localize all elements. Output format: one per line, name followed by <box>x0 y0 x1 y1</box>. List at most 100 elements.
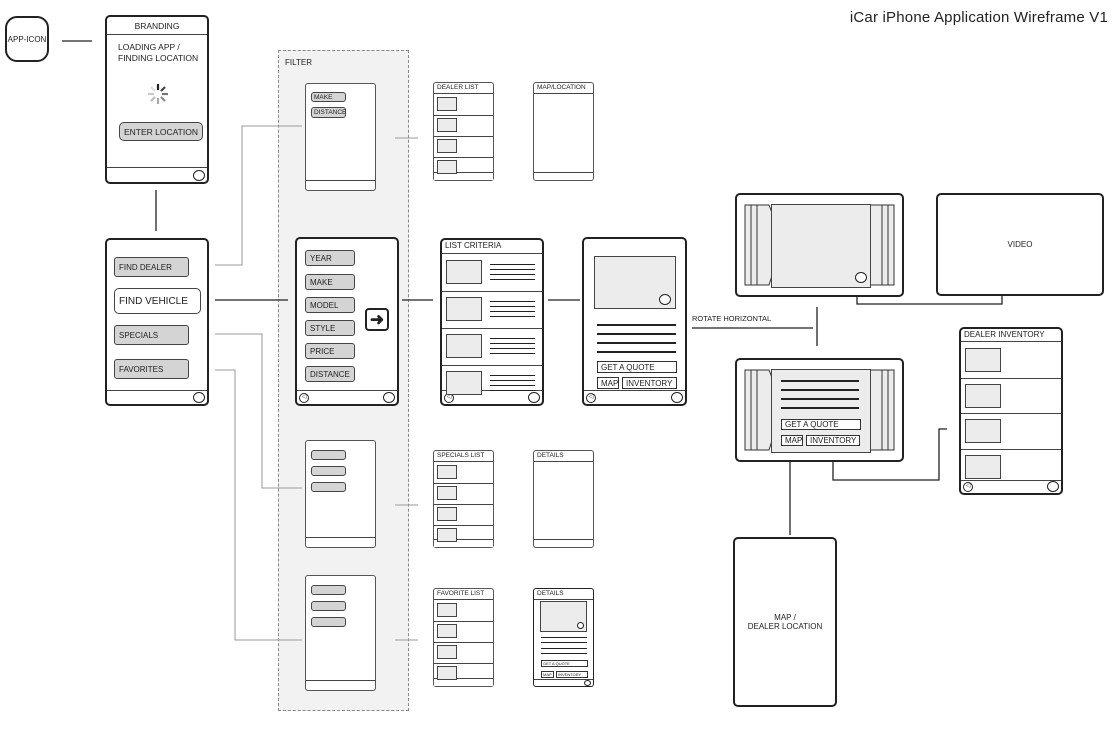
home-button-icon[interactable] <box>193 392 205 403</box>
text-line <box>490 264 535 265</box>
filter-make-button[interactable]: MAKE <box>305 274 355 290</box>
connector-specials-filter <box>215 333 302 489</box>
list-item-thumbnail[interactable] <box>437 528 457 542</box>
list-item-thumbnail[interactable] <box>437 624 457 638</box>
loading-text: FINDING LOCATION <box>118 53 199 63</box>
vehicle-image <box>594 256 676 309</box>
home-button-icon[interactable] <box>528 392 540 403</box>
find-vehicle-button[interactable]: FIND VEHICLE <box>114 288 201 314</box>
filter-distance-button[interactable]: DISTANCE <box>305 366 355 382</box>
page-title: iCar iPhone Application Wireframe V1 <box>849 9 1108 26</box>
splash-screen: BRANDING LOADING APP / FINDING LOCATION … <box>105 15 209 184</box>
list-item-thumbnail[interactable] <box>446 260 482 284</box>
arrow-right-icon[interactable]: ➜ <box>365 308 389 331</box>
text-line <box>490 279 535 280</box>
filter-year-button[interactable]: YEAR <box>305 250 355 266</box>
play-button-icon[interactable] <box>659 294 671 305</box>
loading-text: LOADING APP / <box>118 42 180 52</box>
text-line <box>490 301 535 302</box>
text-line <box>490 343 535 344</box>
list-item-thumbnail[interactable] <box>965 454 1001 479</box>
list-item-thumbnail[interactable] <box>437 139 457 153</box>
filter-price-button[interactable]: PRICE <box>305 343 355 359</box>
screen-header: FAVORITE LIST <box>434 589 493 600</box>
enter-location-button[interactable]: ENTER LOCATION <box>119 122 203 141</box>
connector-favorites-filter <box>215 369 302 641</box>
row-divider <box>442 328 542 329</box>
dealer-inventory-screen: DEALER INVENTORY ◁ <box>959 327 1063 495</box>
row-divider <box>434 621 493 622</box>
filter-distance-button[interactable]: DISTANCE <box>311 107 346 118</box>
get-quote-button[interactable]: GET A QUOTE <box>597 361 677 373</box>
video-label: VIDEO <box>1007 240 1033 249</box>
specials-button[interactable]: SPECIALS <box>114 325 189 345</box>
map-button[interactable]: MAP <box>597 377 619 389</box>
inventory-button[interactable]: INVENTORY <box>622 377 677 389</box>
list-item-thumbnail[interactable] <box>437 486 457 500</box>
get-quote-button[interactable]: GET A QUOTE <box>781 419 861 430</box>
row-divider <box>961 377 1061 379</box>
list-item-thumbnail[interactable] <box>965 383 1001 408</box>
vehicle-filter-screen: YEAR MAKE MODEL STYLE PRICE DISTANCE ➜ ◁ <box>295 237 399 406</box>
video-screen: VIDEO <box>936 193 1104 296</box>
list-item-thumbnail[interactable] <box>965 348 1001 372</box>
screen-header: DETAILS <box>534 451 593 462</box>
favorites-filter-screen <box>305 575 376 691</box>
filter-style-button[interactable]: STYLE <box>305 320 355 336</box>
list-item-thumbnail[interactable] <box>446 334 482 358</box>
list-item-thumbnail[interactable] <box>437 97 457 111</box>
map-button[interactable]: MAP <box>781 435 803 446</box>
dealer-filter-screen: MAKE DISTANCE <box>305 83 376 191</box>
list-item-thumbnail[interactable] <box>437 666 457 680</box>
specials-list-screen: SPECIALS LIST <box>433 450 494 548</box>
back-button-icon[interactable]: ◁ <box>299 393 309 403</box>
row-divider <box>434 115 493 116</box>
list-item-thumbnail[interactable] <box>437 603 457 617</box>
specials-details-screen: DETAILS <box>533 450 594 548</box>
list-item-thumbnail[interactable] <box>437 465 457 479</box>
text-line <box>490 316 535 317</box>
inventory-button[interactable]: INVENTORY <box>806 435 860 446</box>
list-item-thumbnail[interactable] <box>437 160 457 174</box>
list-item-thumbnail[interactable] <box>965 419 1001 443</box>
favorites-button[interactable]: FAVORITES <box>114 359 189 379</box>
app-icon: APP-ICON <box>5 16 49 62</box>
filter-make-button[interactable]: MAKE <box>311 92 346 102</box>
inventory-button[interactable]: INVENTORY <box>556 671 588 678</box>
home-button-icon[interactable] <box>671 392 683 403</box>
text-line <box>490 311 535 312</box>
back-button-icon[interactable]: ◁ <box>586 393 596 403</box>
rotate-horizontal-label: ROTATE HORIZONTAL <box>692 314 772 323</box>
screen-header: DETAILS <box>534 589 593 600</box>
text-line <box>490 390 535 391</box>
text-line <box>490 348 535 349</box>
filter-label: FILTER <box>285 58 312 67</box>
specials-filter-screen <box>305 440 376 548</box>
list-item-thumbnail[interactable] <box>437 645 457 659</box>
landscape-gallery-screen <box>735 193 904 297</box>
play-video-icon[interactable] <box>855 272 867 283</box>
find-dealer-button[interactable]: FIND DEALER <box>114 257 189 277</box>
row-divider <box>442 291 542 292</box>
back-button-icon[interactable]: ◁ <box>963 482 973 492</box>
map-dealer-location-screen: MAP / DEALER LOCATION <box>733 537 837 707</box>
list-item-thumbnail[interactable] <box>437 507 457 521</box>
landscape-details-screen: GET A QUOTE MAP INVENTORY <box>735 358 904 462</box>
filter-model-button[interactable]: MODEL <box>305 297 355 313</box>
landscape-details-panel: GET A QUOTE MAP INVENTORY <box>771 369 871 453</box>
list-item-thumbnail[interactable] <box>446 297 482 321</box>
screen-header: DEALER INVENTORY <box>961 329 1061 342</box>
home-button-icon[interactable] <box>1047 481 1059 492</box>
map-button[interactable]: MAP <box>541 671 554 678</box>
text-line <box>490 380 535 381</box>
row-divider <box>434 663 493 664</box>
list-item-thumbnail[interactable] <box>446 371 482 395</box>
row-divider <box>442 365 542 366</box>
home-button-icon[interactable] <box>383 392 395 403</box>
get-quote-button[interactable]: GET A QUOTE <box>541 660 588 667</box>
list-item-thumbnail[interactable] <box>437 118 457 132</box>
home-button-icon[interactable] <box>193 170 205 181</box>
text-line <box>490 274 535 275</box>
row-divider <box>434 136 493 137</box>
landscape-vehicle-image <box>771 204 871 288</box>
